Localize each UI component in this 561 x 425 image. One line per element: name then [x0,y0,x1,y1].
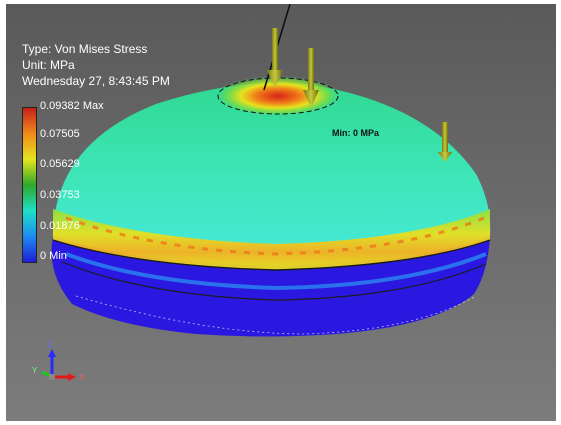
coordinate-triad[interactable]: Z X Y [32,340,85,382]
triad-z-label: Z [48,340,53,349]
result-date-text: Wednesday 27, 8:43:45 PM [22,74,170,88]
min-probe-label[interactable]: Min: 0 MPa [332,128,380,138]
model-scene[interactable]: Z X Y [6,4,556,421]
load-arrow-1[interactable] [267,28,283,88]
triad-y-label: Y [32,366,38,375]
load-face-outline [217,77,339,115]
load-arrow-3[interactable] [438,122,452,162]
result-type-text: Type: Von Mises Stress [22,42,148,56]
legend-color-bar[interactable] [22,107,37,263]
result-unit-text: Unit: MPa [22,58,75,72]
base-bottom-edge [75,295,477,335]
graphics-viewport[interactable]: Z X Y Type: Von Mises Stress Unit: MPa W… [6,4,556,421]
legend-tick-2: 0.05629 [40,158,80,170]
legend-tick-3: 0.03753 [40,189,80,201]
legend-max-label: 0.09382 Max [40,100,104,112]
legend-tick-1: 0.07505 [40,128,80,140]
stress-band [53,209,490,270]
load-arrow-2[interactable] [303,48,319,108]
legend-tick-4: 0.01876 [40,220,80,232]
max-stress-region [216,76,340,116]
triad-x-label: X [79,373,85,382]
legend-min-label: 0 Min [40,250,67,262]
base-transition-band [65,252,487,291]
stress-band-spots [65,216,485,256]
dome-base-edge [52,239,491,271]
dome-body [53,82,491,266]
triad-origin [49,374,55,380]
base-edge-line [61,261,487,301]
